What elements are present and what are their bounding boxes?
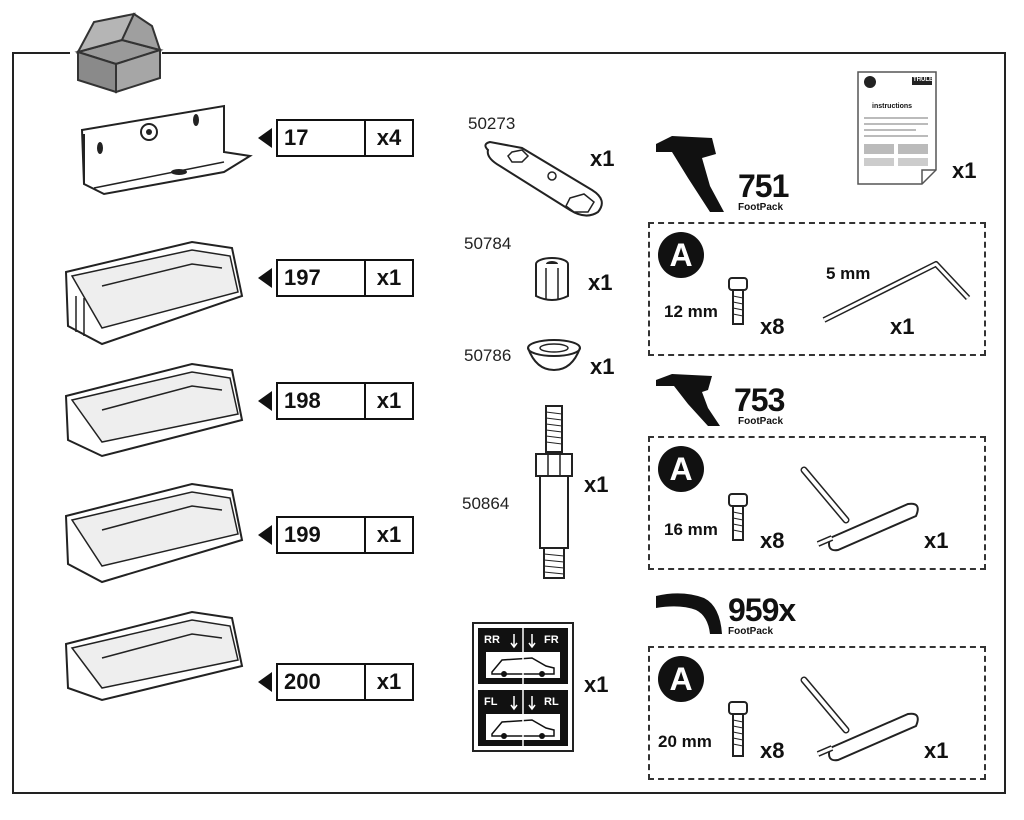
part-qty: x1 [590, 354, 615, 379]
bracket-number: 199 [278, 518, 366, 552]
sticker-label-rr: RR [484, 634, 500, 646]
part-qty: x1 [590, 146, 615, 171]
position-sticker-art [472, 622, 574, 752]
bracket-tag-198: 198 x1 [276, 382, 414, 420]
tool-kit-box-753 [648, 436, 986, 570]
package-box-icon [74, 12, 164, 94]
key-size: 5 mm [826, 264, 871, 283]
bracket-qty: x4 [376, 125, 402, 150]
part-number: 50864 [462, 494, 510, 513]
instructions-booklet-drawing [857, 71, 937, 185]
tool-kit-box-751 [648, 222, 986, 356]
t-handle-key-icon [800, 466, 919, 552]
bolt-length: 20 mm [658, 732, 712, 751]
pointer-arrow [258, 672, 272, 692]
pad-197-drawing [64, 240, 244, 346]
bracket-qty: x1 [376, 265, 402, 290]
bolt-qty: x8 [760, 528, 785, 553]
sticker-label-fl: FL [484, 696, 498, 708]
threaded-spacer-drawing [535, 405, 573, 579]
instructions-qty: x1 [952, 158, 977, 183]
brand-logo-text: THULE [913, 77, 933, 83]
bolt-qty: x8 [760, 314, 785, 339]
bracket-number: 200 [278, 665, 366, 699]
flat-wrench-drawing [484, 140, 603, 217]
bracket-tag-200: 200 x1 [276, 663, 414, 701]
footpack-label: FootPack [738, 416, 784, 427]
position-sticker: RR FR FL RL [472, 622, 574, 752]
pad-200-drawing [64, 610, 244, 702]
bolt-icon [728, 277, 748, 325]
bolt-icon [728, 493, 748, 541]
footpack-label: FootPack [738, 202, 784, 213]
bolt-length: 12 mm [664, 302, 718, 321]
footpack-751-silhouette [656, 136, 724, 212]
allen-key-icon [822, 261, 971, 323]
pointer-arrow [258, 268, 272, 288]
footpack-number: 751 [738, 168, 789, 204]
tool-set-a-badge: A [658, 446, 704, 492]
bracket-tag-17: 17 x4 [276, 119, 414, 157]
plate-17-drawing [80, 104, 253, 196]
bracket-tag-199: 199 x1 [276, 516, 414, 554]
hex-nut-drawing [535, 257, 569, 301]
part-number: 50273 [468, 114, 516, 133]
bracket-number: 198 [278, 384, 366, 418]
sticker-label-fr: FR [544, 634, 559, 646]
part-qty: x1 [584, 472, 609, 497]
footpack-number: 959x [728, 592, 796, 628]
t-handle-key-icon [800, 676, 919, 762]
part-number: 50784 [464, 234, 512, 253]
sticker-label-rl: RL [544, 696, 559, 708]
pointer-arrow [258, 525, 272, 545]
footpack-753-silhouette [656, 374, 720, 426]
pointer-arrow [258, 391, 272, 411]
bracket-number: 197 [278, 261, 366, 295]
tool-set-a-badge: A [658, 656, 704, 702]
part-number: 50786 [464, 346, 512, 365]
footpack-number: 753 [734, 382, 785, 418]
footpack-959x-silhouette [656, 593, 722, 634]
tool-kit-box-959x [648, 646, 986, 780]
pad-199-drawing [64, 482, 244, 584]
footpack-label: FootPack [728, 626, 774, 637]
tool-set-a-badge: A [658, 232, 704, 278]
bracket-tag-197: 197 x1 [276, 259, 414, 297]
bracket-qty: x1 [376, 669, 402, 694]
bracket-qty: x1 [376, 522, 402, 547]
bolt-qty: x8 [760, 738, 785, 763]
part-qty: x1 [588, 270, 613, 295]
bolt-length: 16 mm [664, 520, 718, 539]
cone-washer-drawing [527, 339, 581, 372]
pointer-arrow [258, 128, 272, 148]
contents-frame [12, 52, 1006, 794]
key-qty: x1 [924, 528, 949, 553]
key-qty: x1 [890, 314, 915, 339]
key-qty: x1 [924, 738, 949, 763]
sticker-qty: x1 [584, 672, 609, 697]
instructions-label: instructions [872, 103, 913, 110]
bracket-qty: x1 [376, 388, 402, 413]
pad-198-drawing [64, 362, 244, 458]
bolt-icon [728, 701, 748, 757]
bracket-number: 17 [278, 121, 366, 155]
